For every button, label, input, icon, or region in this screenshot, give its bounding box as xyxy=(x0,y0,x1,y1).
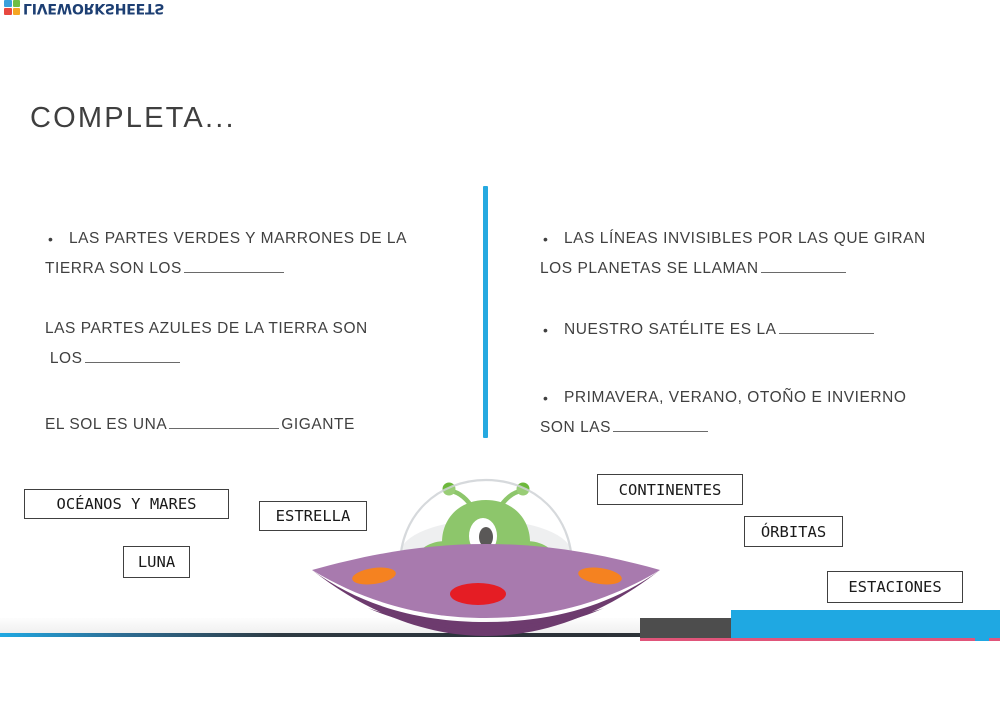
bullet-icon: • xyxy=(543,322,549,338)
question-right-1: • LAS LÍNEAS INVISIBLES POR LAS QUE GIRA… xyxy=(540,224,926,284)
question-right-1-line2: LOS PLANETAS SE LLAMAN xyxy=(540,254,926,284)
question-left-3-text-after: GIGANTE xyxy=(281,416,355,433)
question-right-2: • NUESTRO SATÉLITE ES LA xyxy=(540,315,876,345)
question-right-3-text: SON LAS xyxy=(540,419,612,436)
answer-chip-oceanos-y-mares[interactable]: OCÉANOS Y MARES xyxy=(24,489,229,519)
question-left-1: • LAS PARTES VERDES Y MARRONES DE LA TIE… xyxy=(45,224,407,284)
saucer-underside xyxy=(312,570,660,636)
bottom-bar-pink-rule xyxy=(640,638,1000,641)
bottom-bar-blue-segment[interactable] xyxy=(731,610,1000,640)
answer-chip-estaciones[interactable]: ESTACIONES xyxy=(827,571,963,603)
question-right-2-line1: NUESTRO SATÉLITE ES LA xyxy=(540,315,876,345)
question-left-2-text: LOS xyxy=(49,350,83,367)
answer-blank-right-3[interactable] xyxy=(613,417,709,432)
liveworksheets-logo[interactable]: LIVEWORKSHEETS xyxy=(4,0,164,16)
page-title: COMPLETA... xyxy=(30,102,236,134)
answer-blank-left-3[interactable] xyxy=(169,414,280,429)
answer-chip-orbitas[interactable]: ÓRBITAS xyxy=(744,516,843,547)
glass-dome xyxy=(400,480,572,566)
question-right-1-text: LOS PLANETAS SE LLAMAN xyxy=(540,260,759,277)
question-right-3-line1: PRIMAVERA, VERANO, OTOÑO E INVIERNO xyxy=(564,389,907,406)
bullet-icon: • xyxy=(543,390,549,406)
answer-blank-left-1[interactable] xyxy=(183,258,284,273)
alien-pupil xyxy=(479,527,493,547)
answer-blank-right-2[interactable] xyxy=(778,319,874,334)
answer-chip-estrella[interactable]: ESTRELLA xyxy=(259,501,367,531)
question-left-3-line1: EL SOL ES UNA GIGANTE xyxy=(45,410,355,440)
question-right-2-text: NUESTRO SATÉLITE ES LA xyxy=(564,321,777,338)
bullet-icon: • xyxy=(543,231,549,247)
saucer-keel xyxy=(368,608,604,630)
question-left-3: EL SOL ES UNA GIGANTE xyxy=(45,410,355,440)
question-left-2: LAS PARTES AZULES DE LA TIERRA SON LOS xyxy=(45,314,368,374)
question-left-1-line2: TIERRA SON LOS xyxy=(45,254,407,284)
dome-rim xyxy=(398,478,574,567)
saucer-light-center-red xyxy=(450,583,506,605)
brand-name: LIVEWORKSHEETS xyxy=(23,0,165,16)
answer-blank-left-2[interactable] xyxy=(84,348,180,363)
bottom-bar-blue-tip xyxy=(975,635,989,641)
question-left-2-line1: LAS PARTES AZULES DE LA TIERRA SON xyxy=(45,320,368,337)
answer-chip-continentes[interactable]: CONTINENTES xyxy=(597,474,743,505)
question-left-1-text: TIERRA SON LOS xyxy=(45,260,182,277)
question-left-3-text-before: EL SOL ES UNA xyxy=(45,416,168,433)
question-right-1-line1: LAS LÍNEAS INVISIBLES POR LAS QUE GIRAN xyxy=(564,230,926,247)
vertical-divider xyxy=(483,186,488,438)
four-square-grid-logo-icon xyxy=(4,0,20,16)
question-left-2-line2: LOS xyxy=(45,344,368,374)
question-left-1-line1: LAS PARTES VERDES Y MARRONES DE LA xyxy=(69,230,407,247)
worksheet-canvas: COMPLETA... • LAS PARTES VERDES Y MARRON… xyxy=(0,22,1000,636)
answer-blank-right-1[interactable] xyxy=(760,258,846,273)
saucer-top xyxy=(312,544,660,618)
bottom-bar-dark-segment[interactable] xyxy=(640,618,732,640)
saucer-light-right-orange xyxy=(578,567,622,585)
saucer-light-left-orange xyxy=(352,567,396,585)
ufo-with-green-alien-illustration xyxy=(312,478,660,636)
bullet-icon: • xyxy=(48,231,54,247)
brand-header-bar: LIVEWORKSHEETS xyxy=(0,0,1000,22)
answer-chip-luna[interactable]: LUNA xyxy=(123,546,190,578)
question-right-3: • PRIMAVERA, VERANO, OTOÑO E INVIERNO SO… xyxy=(540,383,907,443)
question-right-3-line2: SON LAS xyxy=(540,413,907,443)
